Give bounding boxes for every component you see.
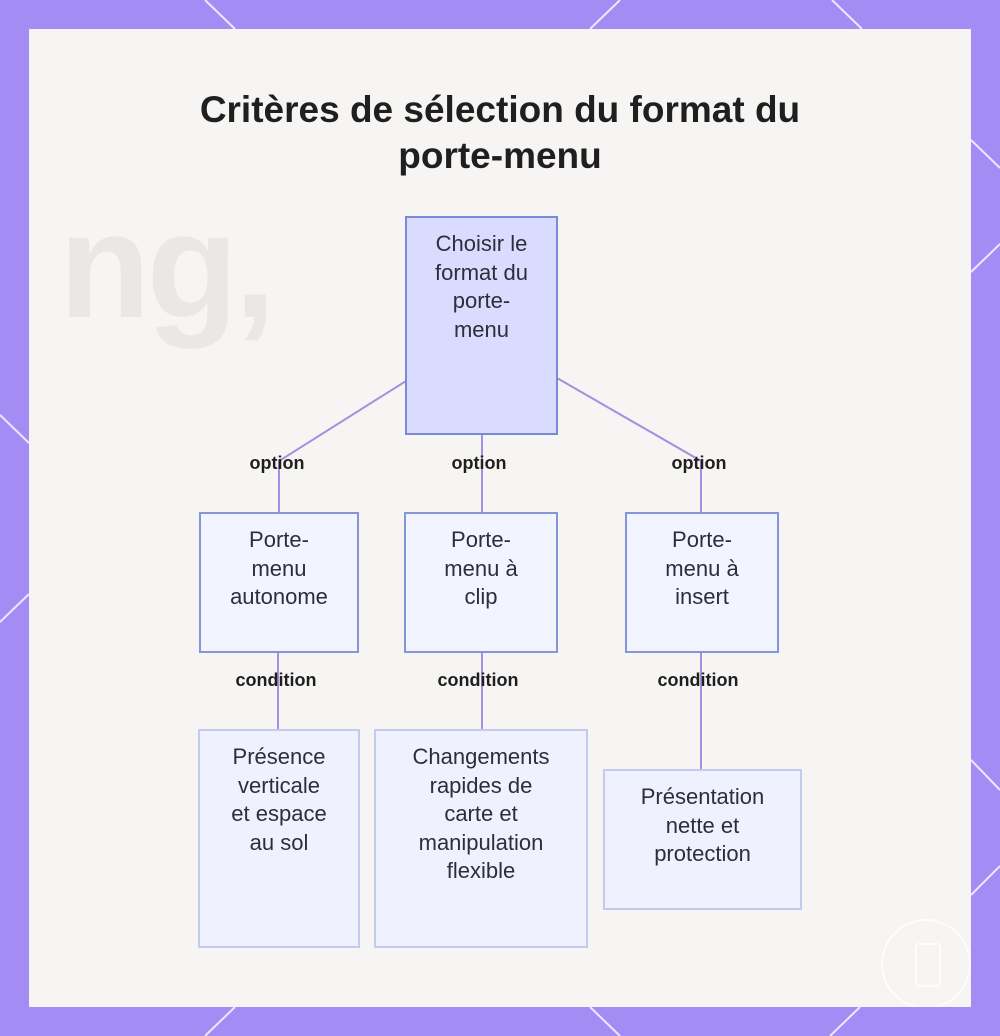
edge-root-to-option-3: [556, 377, 702, 512]
watermark-logo: [881, 919, 971, 1007]
node-line: au sol: [249, 829, 309, 855]
node-line: menu: [453, 316, 510, 342]
result-node-presentation-nette: Présentation nette et protection: [603, 769, 802, 910]
node-line: carte et: [444, 801, 518, 826]
option-node-autonome: Porte- menu autonome: [199, 512, 359, 653]
title-line-1: Critères de sélection du format du: [199, 89, 801, 130]
node-line: flexible: [446, 858, 516, 883]
option-node-insert: Porte- menu à insert: [625, 512, 779, 653]
node-line: Porte-: [451, 527, 511, 552]
node-line: porte-: [452, 288, 511, 313]
node-line: menu: [251, 555, 307, 581]
node-line: protection: [654, 841, 751, 866]
node-line: Choisir le: [435, 231, 528, 256]
node-line: clip: [464, 584, 498, 609]
edges-layer: [277, 377, 702, 769]
edge-label-condition-3: condition: [657, 670, 739, 690]
node-line: Porte-: [672, 527, 732, 552]
edge-label-condition-1: condition: [235, 670, 317, 690]
edge-label-option-3: option: [671, 453, 727, 473]
edge-root-to-option-1: [278, 380, 407, 512]
node-line: format du: [435, 259, 528, 285]
node-line: verticale: [238, 772, 320, 798]
node-line: et espace: [231, 801, 327, 826]
node-line: manipulation: [418, 829, 544, 855]
title-line-2: porte-menu: [398, 135, 602, 176]
edge-label-condition-2: condition: [437, 670, 519, 690]
node-line: menu à: [444, 555, 518, 581]
node-line: Présence: [232, 744, 326, 769]
background-blurred-text: ng,: [59, 181, 276, 349]
result-node-changements-rapides: Changements rapides de carte et manipula…: [374, 729, 588, 948]
node-line: Présentation: [640, 784, 765, 809]
edge-label-option-2: option: [451, 453, 507, 473]
node-line: rapides de: [429, 772, 533, 798]
phone-icon: [915, 943, 941, 987]
node-line: nette et: [665, 812, 740, 838]
node-line: menu à: [665, 555, 739, 581]
option-node-clip: Porte- menu à clip: [404, 512, 558, 653]
result-node-presence-verticale: Présence verticale et espace au sol: [198, 729, 360, 948]
diagram-card: ng, Critères de sélection du format du p…: [29, 29, 971, 1007]
root-node: Choisir le format du porte- menu: [405, 216, 558, 435]
node-line: insert: [675, 584, 729, 609]
edge-label-option-1: option: [249, 453, 305, 473]
node-line: Changements: [412, 744, 550, 769]
node-line: autonome: [230, 584, 328, 609]
node-line: Porte-: [249, 527, 309, 552]
diagram-title: Critères de sélection du format du porte…: [29, 87, 971, 179]
